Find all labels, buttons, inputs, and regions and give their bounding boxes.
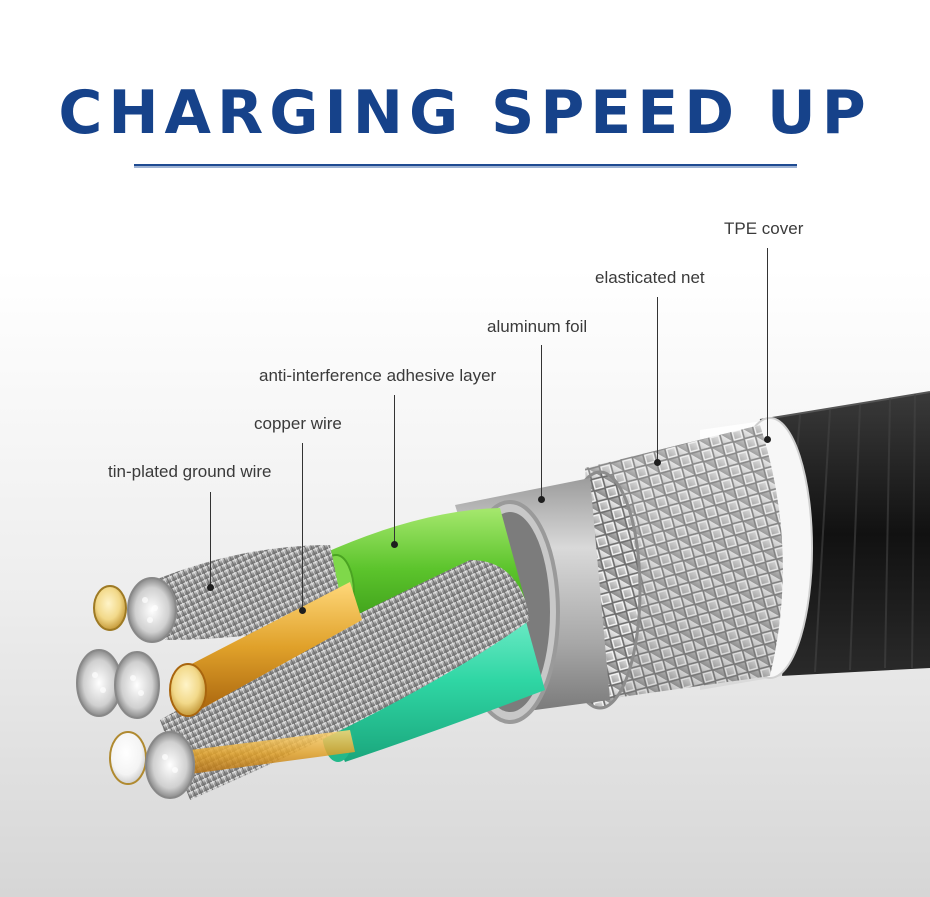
callout-leader-dot xyxy=(654,459,661,466)
wire-end-faces xyxy=(76,577,207,799)
copper-wire xyxy=(150,582,362,778)
callout-leader-line xyxy=(541,345,542,500)
callout-leader-dot xyxy=(299,607,306,614)
callout-label: TPE cover xyxy=(724,219,804,238)
callout-label: aluminum foil xyxy=(487,317,588,336)
callout-leader-line xyxy=(394,395,395,545)
callout-leader-line xyxy=(657,297,658,463)
stranded-bundle-lower xyxy=(160,560,530,800)
callout-leader-dot xyxy=(207,584,214,591)
callout-leader-dot xyxy=(764,436,771,443)
callout-leader-line xyxy=(767,248,768,440)
page-title: CHARGING SPEED UP xyxy=(58,78,872,148)
callout-leader-line xyxy=(210,492,211,588)
callout-label: copper wire xyxy=(254,414,342,433)
callout-leader-dot xyxy=(391,541,398,548)
callout-label: tin-plated ground wire xyxy=(108,462,272,481)
title-underline-shadow xyxy=(134,166,797,168)
title-underline xyxy=(134,164,797,166)
callout-label: elasticated net xyxy=(595,268,705,287)
callout-leader-dot xyxy=(538,496,545,503)
callout-leader-line xyxy=(302,443,303,611)
callout-label: anti-interference adhesive layer xyxy=(259,366,497,385)
